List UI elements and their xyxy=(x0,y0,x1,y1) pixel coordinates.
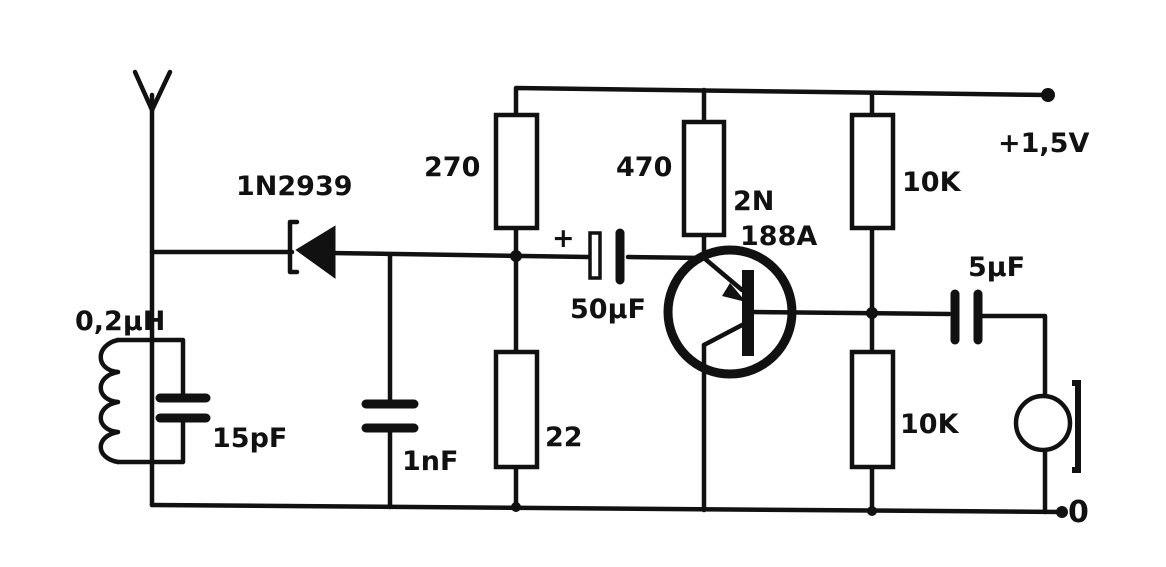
resistor-22-label: 22 xyxy=(545,422,583,453)
labels: +1,5V 0 0,2μH 15pF 1N2939 1nF 270 22 + 5… xyxy=(75,128,1089,530)
ground-label: 0 xyxy=(1068,495,1089,530)
detector-wire xyxy=(328,250,591,260)
transistor-type-label: 2N xyxy=(733,186,774,217)
resistor-270-label: 270 xyxy=(424,152,480,183)
coupling-cap-label: 50μF xyxy=(570,294,646,325)
supply-terminal xyxy=(1041,88,1055,102)
inductor-icon xyxy=(98,337,121,465)
resistor-10k-top xyxy=(849,112,896,231)
resistor-470-label: 470 xyxy=(616,152,672,183)
earphone-icon xyxy=(1013,380,1081,473)
divider-node-dot xyxy=(866,307,878,319)
output-cap-label: 5μF xyxy=(968,252,1025,283)
ground-dot-divider xyxy=(867,506,877,516)
earphone-feed-wire xyxy=(980,313,1048,401)
inductor-label: 0,2μH xyxy=(75,306,165,337)
filter-capacitor xyxy=(361,399,419,433)
tuning-capacitor xyxy=(155,393,211,423)
supply-voltage-label: +1,5V xyxy=(998,128,1089,159)
pnp-transistor-icon xyxy=(663,245,797,379)
resistor-270 xyxy=(493,112,540,231)
resistor-470 xyxy=(681,119,727,238)
ground-terminal xyxy=(1056,506,1068,518)
ground-rail xyxy=(149,502,1065,515)
diode-icon xyxy=(287,219,336,279)
supply-rail xyxy=(513,85,1051,118)
antenna-icon xyxy=(132,69,173,113)
junctions xyxy=(510,88,1068,518)
bias-node-dot xyxy=(510,250,522,262)
diode-label: 1N2939 xyxy=(236,171,353,202)
output-node-wire xyxy=(749,309,952,317)
resistor-10k-bottom-label: 10K xyxy=(900,409,960,440)
tank-top-wire xyxy=(115,337,186,401)
ground-dot-bias xyxy=(511,502,521,512)
filter-cap-label: 1nF xyxy=(402,446,458,477)
resistor-10k-bottom xyxy=(849,349,896,470)
resistor-22 xyxy=(493,349,540,470)
resistor-10k-top-label: 10K xyxy=(902,167,962,198)
transistor-model-label: 188A xyxy=(740,221,817,252)
coupling-cap-plus: + xyxy=(552,223,575,254)
output-capacitor xyxy=(950,289,983,345)
tank-bottom-wire xyxy=(115,415,186,465)
coupling-capacitor xyxy=(588,228,625,285)
tuning-cap-label: 15pF xyxy=(212,423,287,454)
